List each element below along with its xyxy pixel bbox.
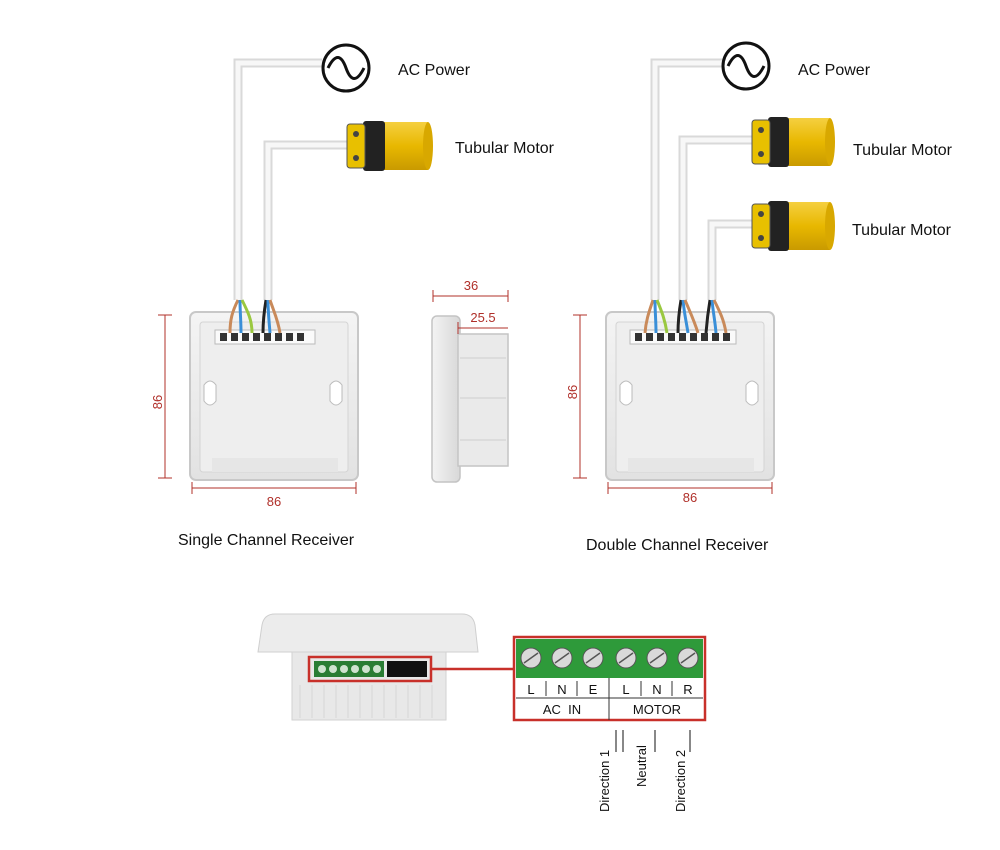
terminal-label-3: E bbox=[589, 682, 598, 697]
terminal-label-6: R bbox=[683, 682, 692, 697]
direction-2-label: Direction 2 bbox=[673, 750, 688, 812]
single-channel-diagram: AC Power Tubular Motor bbox=[150, 43, 555, 549]
tubular-motor-label-3: Tubular Motor bbox=[852, 222, 952, 239]
side-body bbox=[457, 333, 509, 467]
tubular-motor-icon bbox=[751, 117, 835, 167]
ac-in-group-label: AC IN bbox=[543, 702, 581, 717]
motor-wire-ticks bbox=[615, 730, 691, 752]
terminal-detail: L N E L N R AC IN MOTOR Direction 1 Neut… bbox=[257, 613, 707, 812]
terminal-label-4: L bbox=[622, 682, 629, 697]
side-depth-body-dim: 25.5 bbox=[470, 310, 495, 325]
motor-cable bbox=[263, 140, 348, 300]
single-wires bbox=[228, 299, 282, 334]
motor-cable-2 bbox=[707, 219, 752, 300]
double-wires bbox=[643, 299, 728, 334]
terminal-label-1: L bbox=[527, 682, 534, 697]
single-height-dim: 86 bbox=[150, 395, 165, 409]
side-depth-total-dim: 36 bbox=[464, 278, 478, 293]
device-bottom-view bbox=[257, 613, 479, 721]
power-cable bbox=[233, 58, 322, 300]
terminal-screws bbox=[635, 333, 730, 341]
tubular-motor-icon bbox=[751, 201, 835, 251]
tubular-motor-label-2: Tubular Motor bbox=[853, 142, 953, 159]
terminal-label-2: N bbox=[557, 682, 566, 697]
double-height-dim: 86 bbox=[565, 385, 580, 399]
ac-power-label-2: AC Power bbox=[798, 62, 871, 79]
terminal-block-enlarged: L N E L N R AC IN MOTOR bbox=[512, 635, 707, 722]
direction-1-label: Direction 1 bbox=[597, 750, 612, 812]
ac-power-icon bbox=[721, 41, 771, 91]
ac-power-icon bbox=[321, 43, 371, 93]
double-width-dim: 86 bbox=[683, 490, 697, 505]
side-faceplate bbox=[431, 315, 461, 483]
tubular-motor-icon bbox=[346, 121, 433, 171]
motor-group-label: MOTOR bbox=[633, 702, 681, 717]
double-receiver-panel bbox=[605, 311, 775, 481]
double-channel-caption: Double Channel Receiver bbox=[586, 537, 769, 554]
ac-power-label: AC Power bbox=[398, 62, 471, 79]
double-channel-diagram: AC Power Tubular Motor Tubular Motor bbox=[565, 41, 953, 554]
neutral-label: Neutral bbox=[634, 745, 649, 787]
single-dimension-lines bbox=[158, 314, 357, 494]
terminal-screw-icons bbox=[520, 647, 699, 669]
side-view-diagram: 36 25.5 bbox=[431, 278, 509, 483]
single-receiver-panel bbox=[189, 311, 359, 481]
terminal-screws bbox=[220, 333, 304, 341]
single-channel-caption: Single Channel Receiver bbox=[178, 532, 355, 549]
side-dimension-lines bbox=[432, 290, 509, 334]
terminal-label-5: N bbox=[652, 682, 661, 697]
tubular-motor-label: Tubular Motor bbox=[455, 140, 555, 157]
double-dimension-lines bbox=[573, 314, 773, 494]
single-width-dim: 86 bbox=[267, 494, 281, 509]
